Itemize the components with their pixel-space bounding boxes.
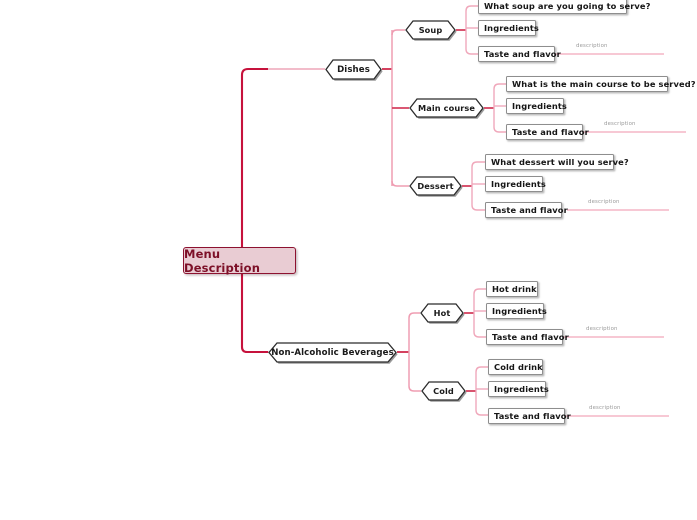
hot-leaf-link-1 [473,288,486,295]
main-course-leaf-link-1 [493,83,506,90]
leaf-label: What dessert will you serve? [491,157,629,167]
dessert-leaf-link-3 [471,204,485,211]
leaf-cold-drink[interactable]: Cold drink [488,359,543,375]
leaf-dessert-question[interactable]: What dessert will you serve? [485,154,629,170]
leaf-label: Taste and flavor [484,49,561,59]
leaf-label: Hot drink [492,284,537,294]
cold-leaf-link-3 [475,409,488,416]
root-node-label: Menu Description [184,246,261,275]
node-soup-shape [405,20,456,40]
leaf-main-course-question[interactable]: What is the main course to be served? [506,76,696,92]
node-dessert-shape [409,176,462,196]
node-dishes-shape [325,59,382,80]
soup-leaf-link-1 [465,5,478,12]
node-dishes-label: Dishes [337,64,370,75]
leaf-cold-taste-and-flavor[interactable]: Taste and flavor [488,408,571,424]
leaf-label: Taste and flavor [494,411,571,421]
node-hot[interactable]: Hot [420,303,465,324]
trunk-to-beverages [240,274,268,354]
node-main-course-label: Main course [417,103,476,113]
description-label-hot: description [586,326,618,332]
leaf-label: Ingredients [484,23,539,33]
leaf-hot-taste-and-flavor[interactable]: Taste and flavor [486,329,569,345]
leaf-cold-ingredients[interactable]: Ingredients [488,381,549,397]
root-node-menu-description[interactable]: Menu Description [183,246,296,275]
trunk-to-dishes [240,67,268,247]
leaf-label: Ingredients [494,384,549,394]
cold-leaf-link-1 [475,366,488,373]
leaf-main-course-ingredients[interactable]: Ingredients [506,98,567,114]
node-cold-shape [421,381,466,401]
node-non-alcoholic-beverages-label: Non-Alcoholic Beverages [271,347,394,358]
node-main-course-shape [409,98,484,118]
leaf-soup-taste-and-flavor[interactable]: Taste and flavor [478,46,561,62]
hot-leaf-link-3 [473,331,486,338]
main-course-leaf-link-3 [493,126,506,133]
leaf-hot-ingredients[interactable]: Ingredients [486,303,547,319]
node-hot-label: Hot [433,308,451,318]
description-label-main-course: description [604,121,636,127]
beverages-to-hot [408,312,420,319]
node-hot-shape [420,303,464,323]
leaf-soup-ingredients[interactable]: Ingredients [478,20,539,36]
leaf-main-course-taste-and-flavor[interactable]: Taste and flavor [506,124,589,140]
leaf-label: Ingredients [512,101,567,111]
leaf-label: Ingredients [491,179,546,189]
leaf-hot-drink[interactable]: Hot drink [486,281,538,297]
leaf-soup-question[interactable]: What soup are you going to serve? [478,0,650,14]
node-non-alcoholic-beverages[interactable]: Non-Alcoholic Beverages [268,342,398,364]
node-soup-label: Soup [418,25,443,35]
node-cold-label: Cold [433,386,454,396]
leaf-label: Ingredients [492,306,547,316]
description-label-dessert: description [588,199,620,205]
leaf-label: Taste and flavor [512,127,589,137]
node-soup[interactable]: Soup [405,20,457,41]
node-dessert[interactable]: Dessert [409,176,463,197]
dishes-to-soup [391,29,405,36]
node-dishes[interactable]: Dishes [325,59,383,81]
description-label-cold: description [589,405,621,411]
description-label-soup: description [576,43,608,49]
node-main-course[interactable]: Main course [409,98,485,119]
node-dessert-label: Dessert [417,181,454,191]
leaf-label: Cold drink [494,362,543,372]
leaf-label: What is the main course to be served? [512,79,696,89]
leaf-dessert-taste-and-flavor[interactable]: Taste and flavor [485,202,568,218]
beverages-to-cold [408,385,421,392]
leaf-label: What soup are you going to serve? [484,1,651,11]
leaf-label: Taste and flavor [491,205,568,215]
dessert-leaf-link-1 [471,161,485,168]
soup-leaf-link-3 [465,48,478,55]
leaf-label: Taste and flavor [492,332,569,342]
node-cold[interactable]: Cold [421,381,467,402]
leaf-dessert-ingredients[interactable]: Ingredients [485,176,546,192]
dishes-to-dessert [391,180,409,187]
